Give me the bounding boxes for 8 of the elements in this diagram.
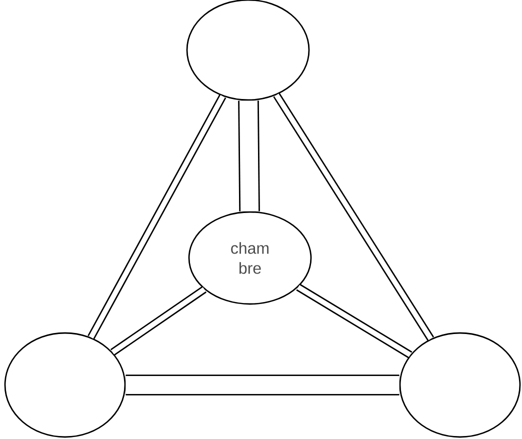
tube [88, 94, 226, 340]
tube [273, 92, 434, 341]
tube [126, 374, 400, 396]
circle [399, 332, 521, 438]
circle [4, 332, 126, 438]
tube [238, 100, 260, 212]
tube [110, 286, 206, 356]
tube [296, 284, 412, 358]
